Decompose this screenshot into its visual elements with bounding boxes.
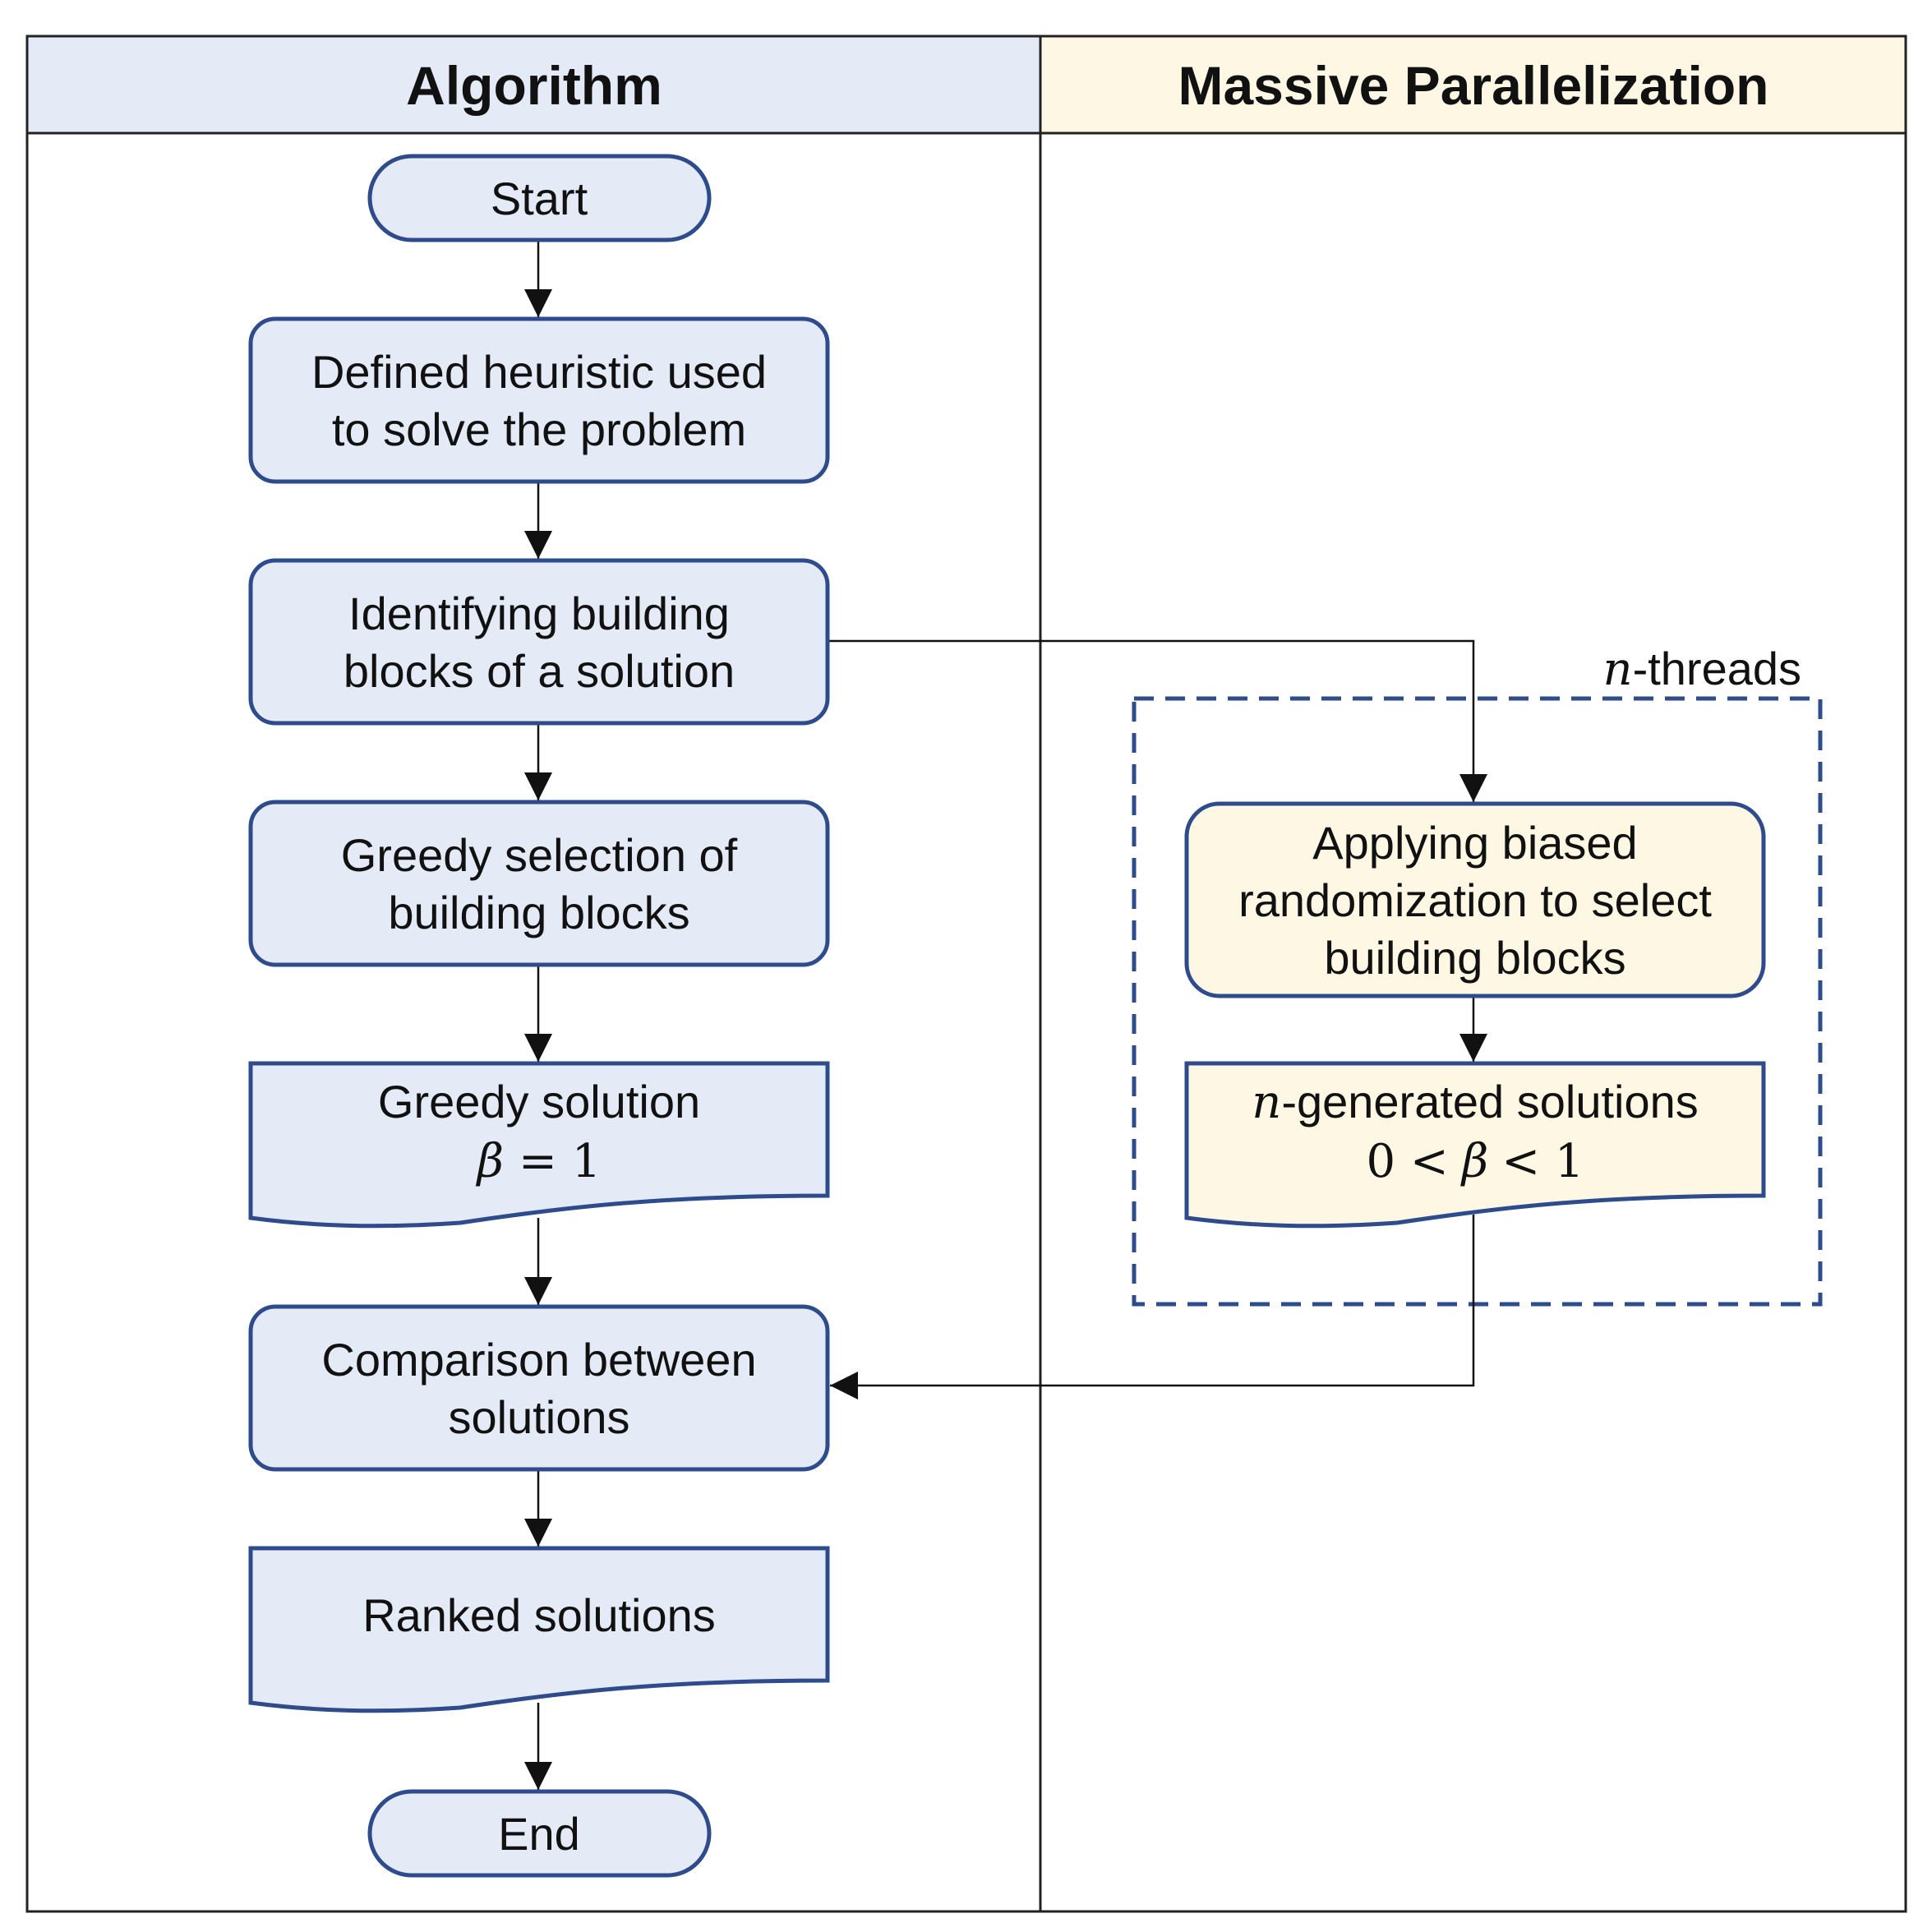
node-biased-randomization-line1: Applying biased [1312,817,1637,869]
node-greedy-selection-line1: Greedy selection of [341,829,738,881]
node-identify-blocks-line1: Identifying building [348,588,730,639]
node-greedy-selection: Greedy selection of building blocks [248,800,830,967]
lane-title-algorithm: Algorithm [406,55,662,116]
node-start: Start [367,154,712,242]
node-start-label: Start [491,173,588,224]
node-ranked-solutions-label: Ranked solutions [362,1589,716,1641]
threads-label: n-threads [1602,643,1801,696]
swimlane-frame [25,35,1907,1913]
node-greedy-solution-line1: Greedy solution [378,1076,700,1127]
node-generated-solutions: n-generated solutions 0 <β< 1 [1184,1061,1766,1229]
node-biased-randomization: Applying biased randomization to select … [1184,801,1766,998]
node-define-heuristic-line1: Defined heuristic used [311,346,767,398]
arrow-generated-to-comparison [830,1215,1475,1399]
node-greedy-selection-line2: building blocks [388,887,689,938]
node-define-heuristic-line2: to solve the problem [332,403,746,455]
node-greedy-solution-formula: β= 1 [476,1135,602,1188]
threads-group [1132,696,1823,1307]
node-end-label: End [498,1808,580,1860]
arrow-identify-to-randomization [828,639,1487,802]
connectors [524,240,1487,1790]
node-biased-randomization-line2: randomization to select [1238,874,1712,926]
node-identify-blocks-line2: blocks of a solution [344,645,735,697]
lane-header-algorithm [27,36,1040,133]
node-greedy-solution: Greedy solution β= 1 [248,1061,830,1229]
node-comparison: Comparison between solutions [248,1304,830,1472]
lane-title-massive-parallelization: Massive Parallelization [1178,55,1768,116]
node-comparison-line1: Comparison between [321,1334,756,1386]
node-identify-blocks: Identifying building blocks of a solutio… [248,558,830,726]
node-end: End [367,1789,712,1878]
lane-header-parallelization [1040,36,1906,133]
node-comparison-line2: solutions [448,1391,629,1443]
node-generated-solutions-formula: 0 <β< 1 [1366,1135,1584,1188]
node-biased-randomization-line3: building blocks [1324,932,1625,984]
node-define-heuristic: Defined heuristic used to solve the prob… [248,316,830,484]
node-generated-solutions-line1: n-generated solutions [1252,1076,1699,1129]
node-ranked-solutions: Ranked solutions [248,1546,830,1713]
